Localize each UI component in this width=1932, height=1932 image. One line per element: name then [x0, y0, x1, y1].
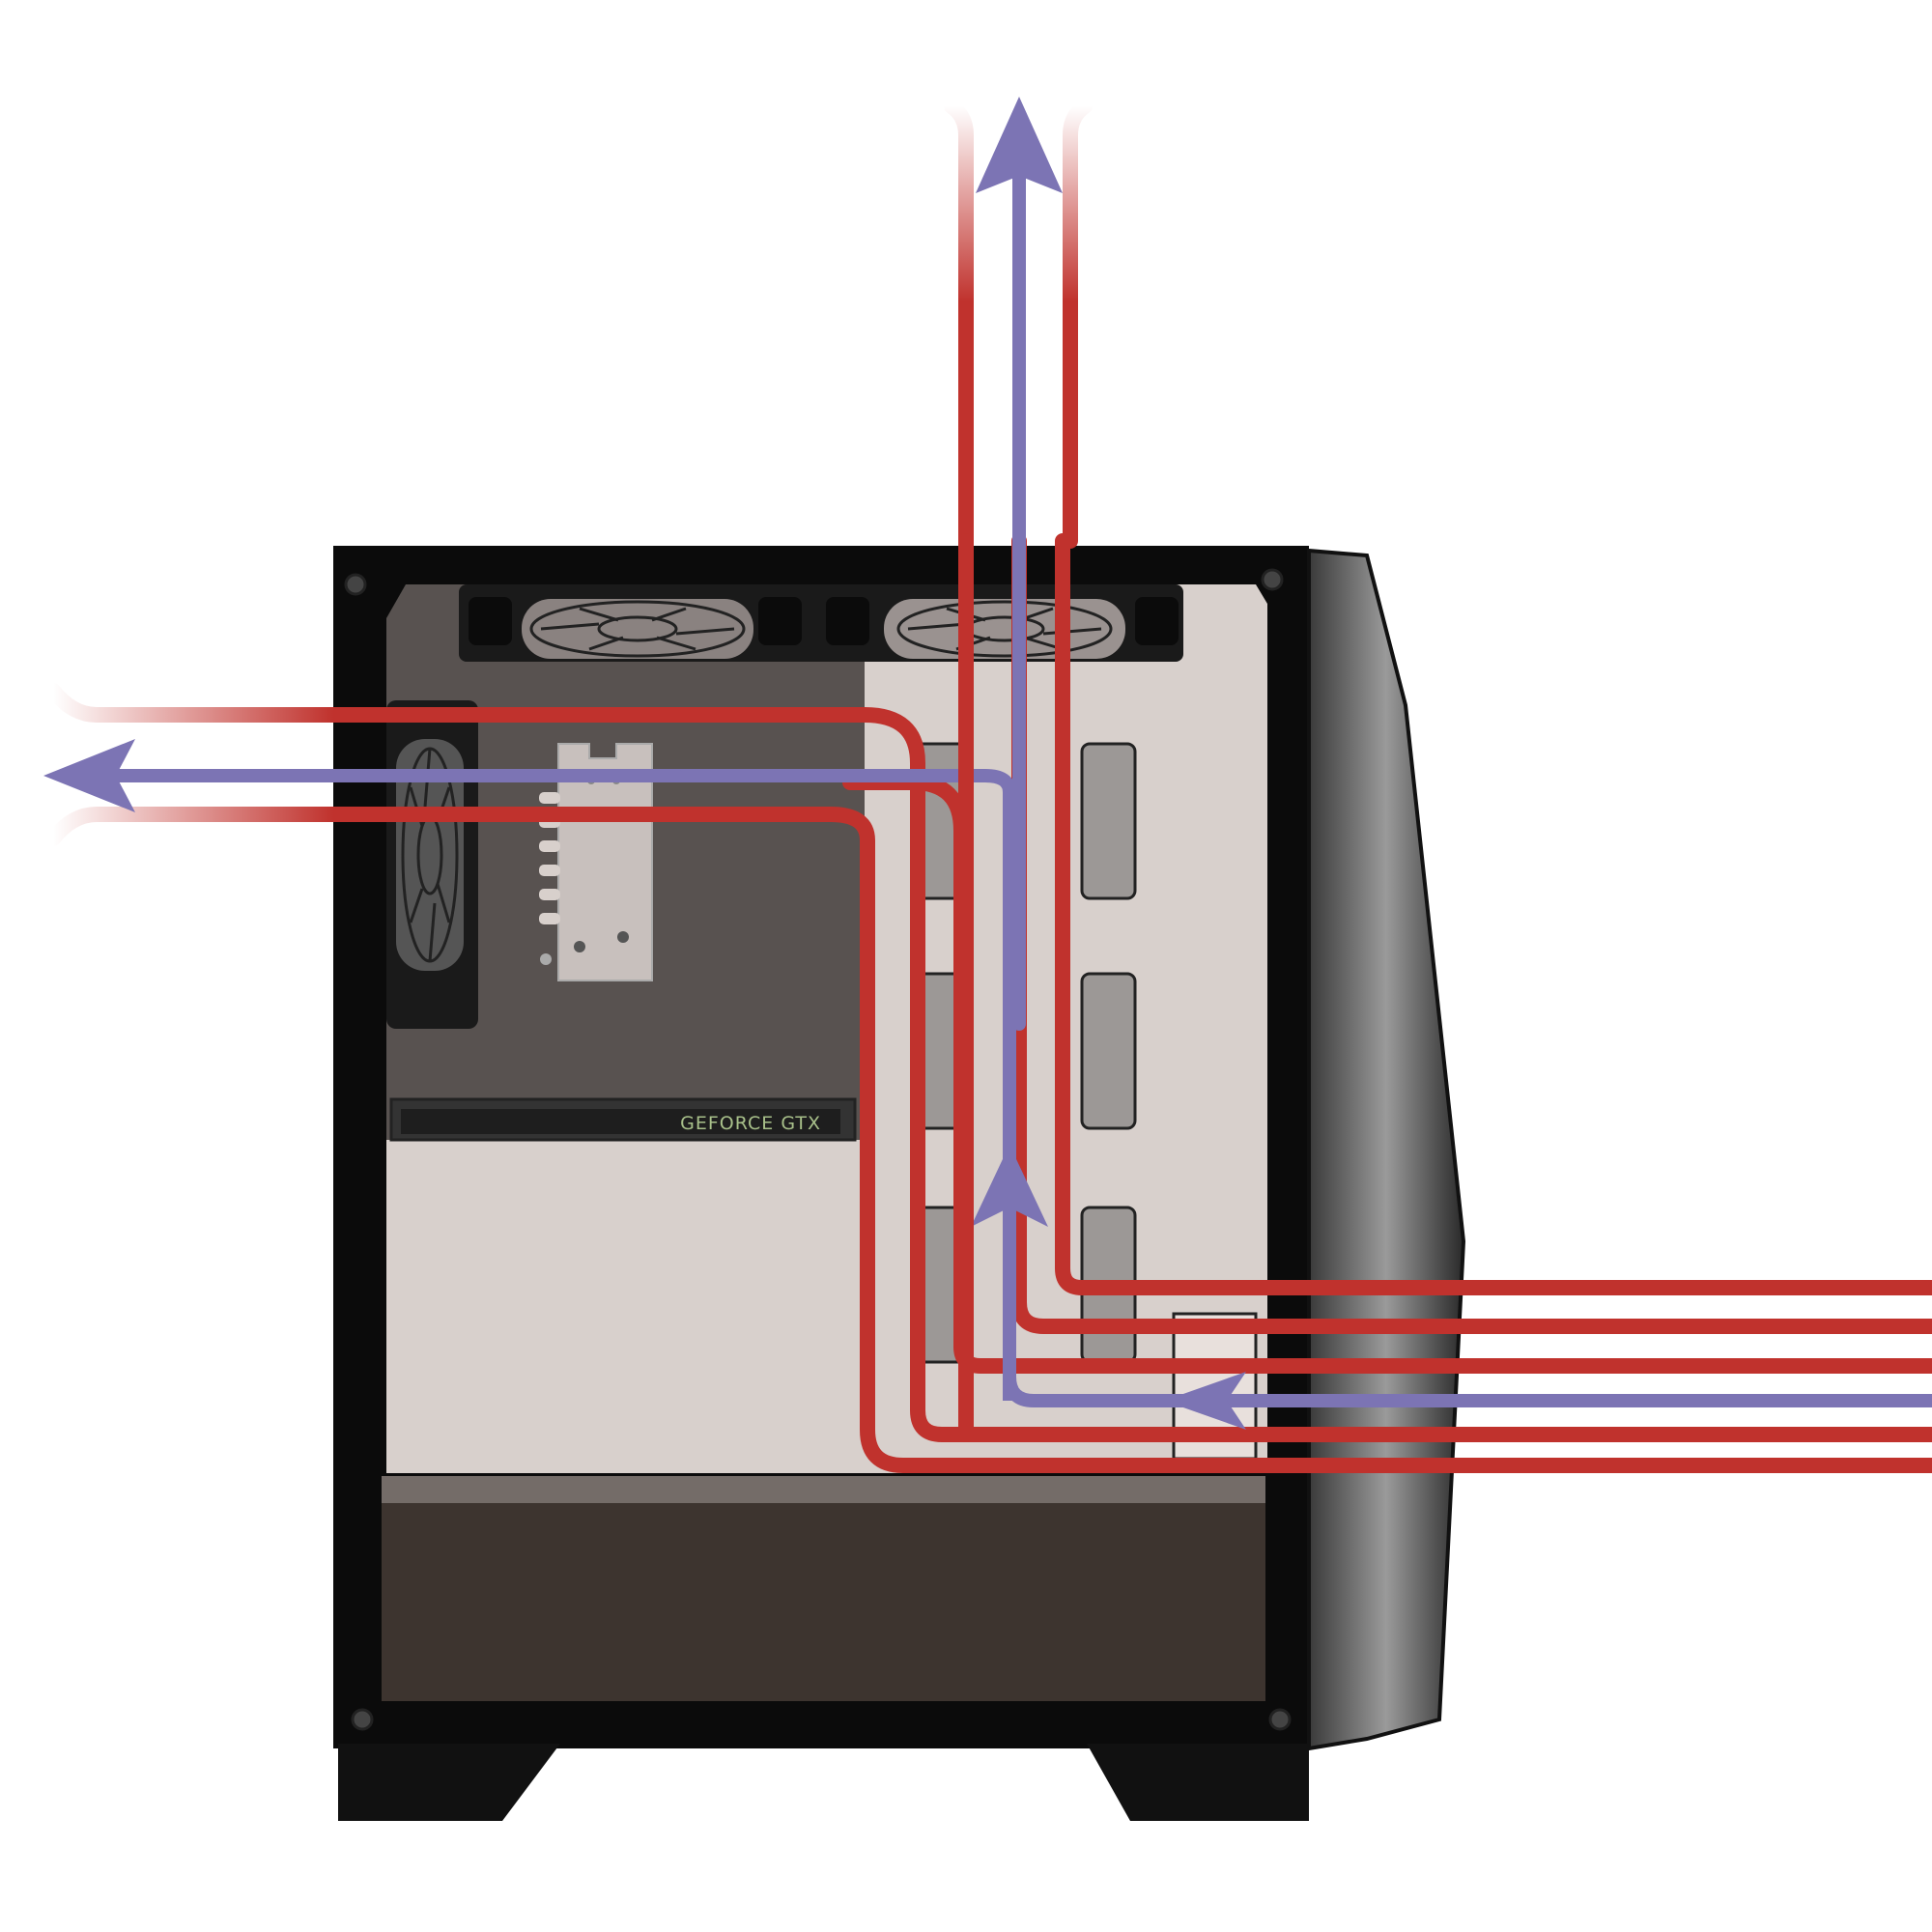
intake-lines	[1265, 1280, 1932, 1473]
airflow-path-hot	[1011, 533, 1932, 1334]
gpu-label: GEFORCE GTX	[680, 1113, 821, 1134]
airflow-path-hot	[668, 807, 1932, 1473]
arrow-up-icon	[971, 1145, 1048, 1227]
arrow-left-icon	[43, 739, 135, 812]
rear-fan	[386, 700, 478, 1029]
top-fan-bracket	[459, 584, 1183, 662]
screw	[351, 1708, 374, 1731]
top-fan-icon	[529, 600, 746, 658]
drive-slot	[1080, 972, 1137, 1130]
screw	[1261, 568, 1284, 591]
interior-light	[386, 584, 1267, 1473]
psu-shroud	[382, 1503, 1265, 1701]
foot-left	[338, 1744, 560, 1821]
front-panel	[1307, 548, 1466, 1751]
airflow-exhaust-rear	[45, 683, 684, 846]
airflow-path-hot	[1055, 533, 1932, 1295]
screw	[344, 573, 367, 596]
airflow-exhaust-top	[944, 99, 1093, 1442]
airflow-path-cool	[669, 769, 1932, 1407]
interior: GEFORCE GTX	[382, 584, 1267, 1701]
drive-slot	[1080, 742, 1137, 900]
screw	[1268, 1708, 1292, 1731]
cpu-cooler-block	[539, 743, 653, 981]
arrow-left-icon	[1164, 1372, 1246, 1430]
arrow-up-icon	[976, 97, 1063, 193]
airflow-path-hot	[668, 707, 1932, 1442]
foot-right	[1087, 1744, 1309, 1821]
psu-shroud-top	[382, 1476, 1265, 1503]
